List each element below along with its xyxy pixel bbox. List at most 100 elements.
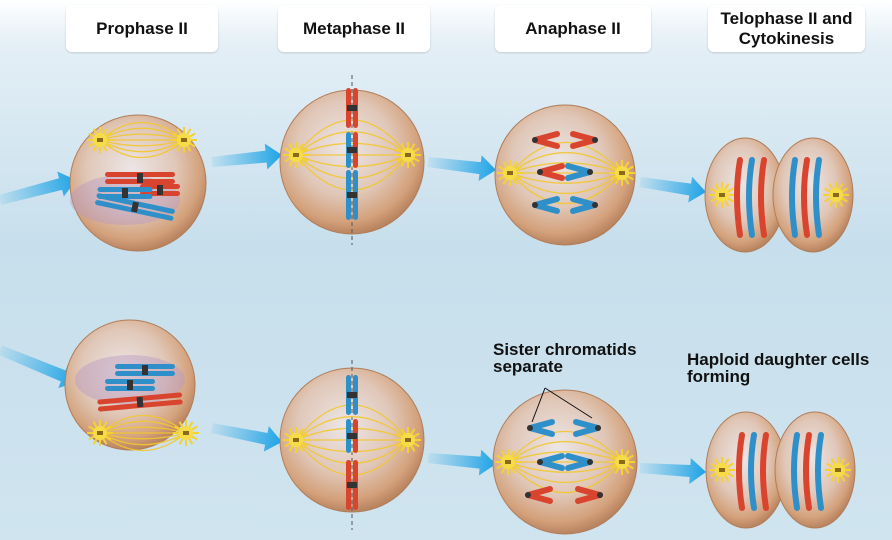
spindle-fiber	[99, 133, 185, 141]
spindle-fiber	[295, 404, 409, 441]
centromere	[532, 202, 538, 208]
centromere	[127, 380, 133, 390]
centriole	[619, 171, 625, 175]
centrosome-icon	[87, 420, 113, 446]
separated-chromatid	[537, 163, 565, 181]
chromatid	[570, 131, 598, 149]
separated-chromatid	[570, 131, 598, 149]
anaphase-cell-top	[494, 104, 636, 246]
telophase-cells-bottom	[705, 411, 856, 529]
arrow-shape	[639, 458, 706, 485]
spindle-fiber	[509, 172, 623, 184]
spindle-fiber	[507, 430, 623, 463]
spindle-fiber	[295, 427, 409, 441]
centrosome-icon	[825, 457, 851, 483]
arrow-icon	[0, 345, 79, 388]
chromatid	[532, 196, 560, 214]
centriole	[505, 460, 511, 464]
chromosome	[746, 157, 755, 238]
spindle-fiber	[507, 461, 623, 484]
centriole	[293, 153, 299, 157]
arrow-icon	[211, 423, 283, 452]
centromere	[157, 185, 163, 195]
chromosome	[791, 432, 800, 511]
centrosome-icon	[395, 142, 421, 168]
arrow-icon	[639, 176, 707, 203]
chromosome	[758, 157, 767, 238]
spindle-fiber	[99, 432, 187, 452]
spindle-fiber	[295, 439, 409, 453]
stage-label-anaphase-ii: Anaphase II	[495, 5, 651, 52]
separated-chromatid	[525, 486, 553, 504]
anaphase-cell-bottom	[492, 387, 638, 535]
centrosome-icon	[495, 449, 521, 475]
annotation-pointer	[544, 387, 593, 419]
annotation-line: separate	[493, 357, 563, 376]
separated-chromatid	[570, 196, 598, 214]
separated-chromatid	[565, 453, 593, 471]
prophase-cell-top	[69, 114, 207, 252]
chromosome	[346, 170, 358, 220]
separated-chromatid	[573, 419, 601, 437]
centrosome-icon	[497, 160, 523, 186]
centrosome-icon	[171, 127, 197, 153]
arrow-shape	[0, 171, 76, 205]
chromosome	[97, 187, 153, 199]
arrow-shape	[211, 143, 282, 170]
prophase-cell-bottom	[64, 319, 199, 452]
arrow-icon	[639, 458, 706, 485]
spindle-fiber	[295, 131, 409, 156]
centriole	[507, 171, 513, 175]
spindle-fiber	[509, 151, 623, 174]
chromatid	[532, 131, 560, 149]
telophase-label-line2: Cytokinesis	[738, 28, 835, 48]
centromere	[597, 492, 603, 498]
chromatid	[575, 486, 603, 504]
centromere	[587, 459, 593, 465]
centriole	[181, 138, 187, 142]
chromatid	[525, 486, 553, 504]
centromere	[532, 137, 538, 143]
chromosome	[789, 157, 798, 238]
centromere	[525, 492, 531, 498]
spindle-fiber	[295, 154, 409, 168]
spindle-fiber	[509, 172, 623, 195]
centromere	[347, 433, 357, 439]
centrosome-icon	[709, 457, 735, 483]
centrosome-icon	[609, 160, 635, 186]
chromatid	[565, 453, 593, 471]
arrow-shape	[639, 176, 707, 203]
annotation-line: Haploid daughter cells	[687, 350, 870, 369]
centrosome-icon	[823, 182, 849, 208]
chromosome	[346, 88, 358, 128]
centromere	[137, 173, 143, 183]
annotation-line: forming	[687, 367, 751, 386]
centriole	[835, 468, 841, 472]
telophase-label-line1: Telophase II and	[720, 8, 853, 28]
chromosome	[813, 157, 822, 238]
spindle-fiber	[295, 154, 409, 179]
centriole	[719, 468, 725, 472]
stage-label-metaphase-ii: Metaphase II	[278, 5, 430, 52]
sister-chromatids-annotation: Sister chromatids separate	[493, 341, 637, 375]
separated-chromatid	[527, 419, 555, 437]
spindle-fiber	[507, 451, 623, 463]
chromatid	[537, 163, 565, 181]
chromatid	[570, 196, 598, 214]
chromosome	[115, 364, 175, 376]
centromere	[592, 202, 598, 208]
centriole	[719, 193, 725, 197]
arrow-shape	[0, 345, 79, 388]
spindle-fiber	[99, 121, 185, 141]
spindle-fiber	[509, 141, 623, 174]
chromatid	[573, 419, 601, 437]
chromosome	[346, 460, 358, 510]
chromatid	[565, 163, 593, 181]
telophase-cells-top	[704, 137, 854, 253]
centrosome-icon	[283, 427, 309, 453]
spindle-fiber	[295, 119, 409, 156]
centriole	[293, 438, 299, 442]
arrow-icon	[427, 155, 497, 182]
arrow-shape	[427, 449, 497, 476]
spindle-fiber	[507, 461, 623, 473]
